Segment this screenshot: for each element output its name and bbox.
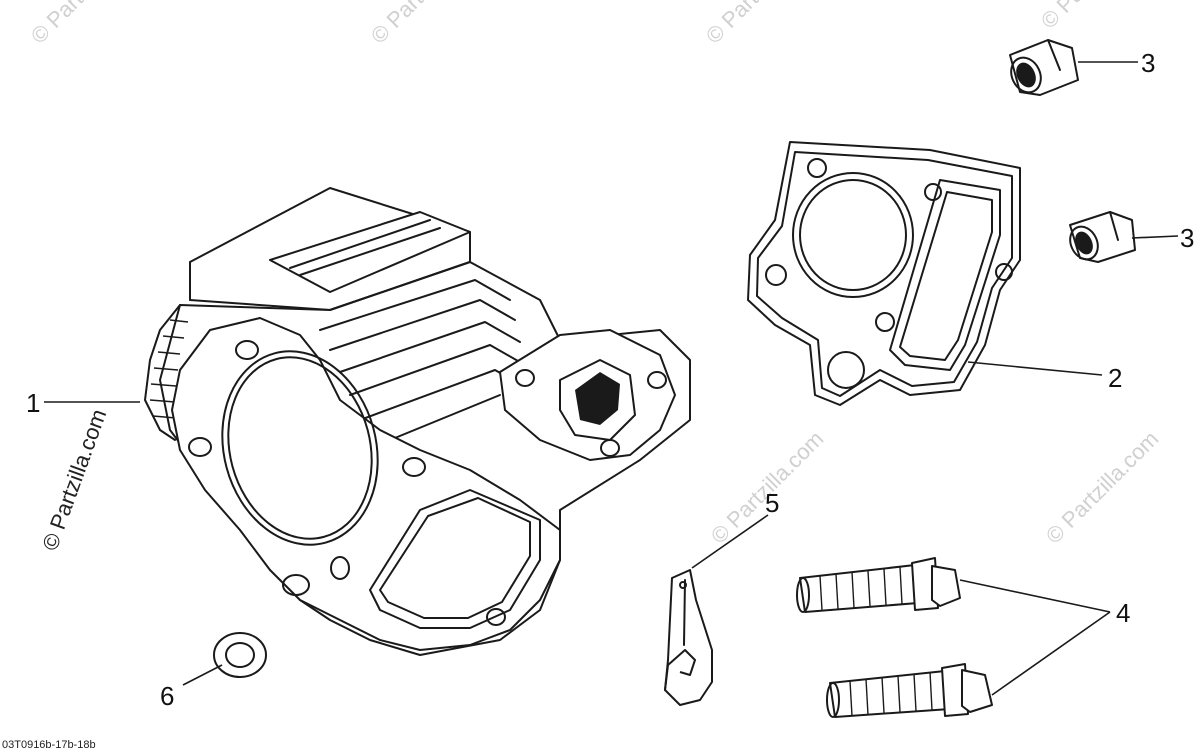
callout-label-3-top: 3 xyxy=(1141,48,1155,78)
watermark: © Partzilla.com xyxy=(366,0,489,49)
dowel-part-mid xyxy=(1069,211,1136,263)
watermark: © Partzilla.com xyxy=(1036,0,1159,34)
callout-label-3-mid: 3 xyxy=(1180,223,1194,253)
gasket-part xyxy=(747,141,1021,406)
callout-labels: 1 2 3 3 4 5 6 xyxy=(26,48,1194,711)
callout-label-2: 2 xyxy=(1108,363,1122,393)
watermark: © Partzilla.com xyxy=(26,0,149,49)
bolt-part-upper xyxy=(796,557,961,613)
watermark: © Partzilla.com xyxy=(701,0,824,49)
clamp-part xyxy=(664,569,713,706)
callout-label-1: 1 xyxy=(26,388,40,418)
bolt-part-lower xyxy=(826,663,993,718)
leader-lines xyxy=(44,61,1179,696)
dowel-part-top xyxy=(1009,39,1079,96)
diagram-code: 03T0916b-17b-18b xyxy=(2,739,96,751)
callout-label-6: 6 xyxy=(160,681,174,711)
watermark: © Partzilla.com xyxy=(1041,426,1164,549)
callout-label-4: 4 xyxy=(1116,598,1130,628)
callout-label-5: 5 xyxy=(765,488,779,518)
washer-part xyxy=(213,632,267,678)
cylinder-part xyxy=(144,187,691,656)
watermark-vertical: © Partzilla.com xyxy=(37,406,111,554)
